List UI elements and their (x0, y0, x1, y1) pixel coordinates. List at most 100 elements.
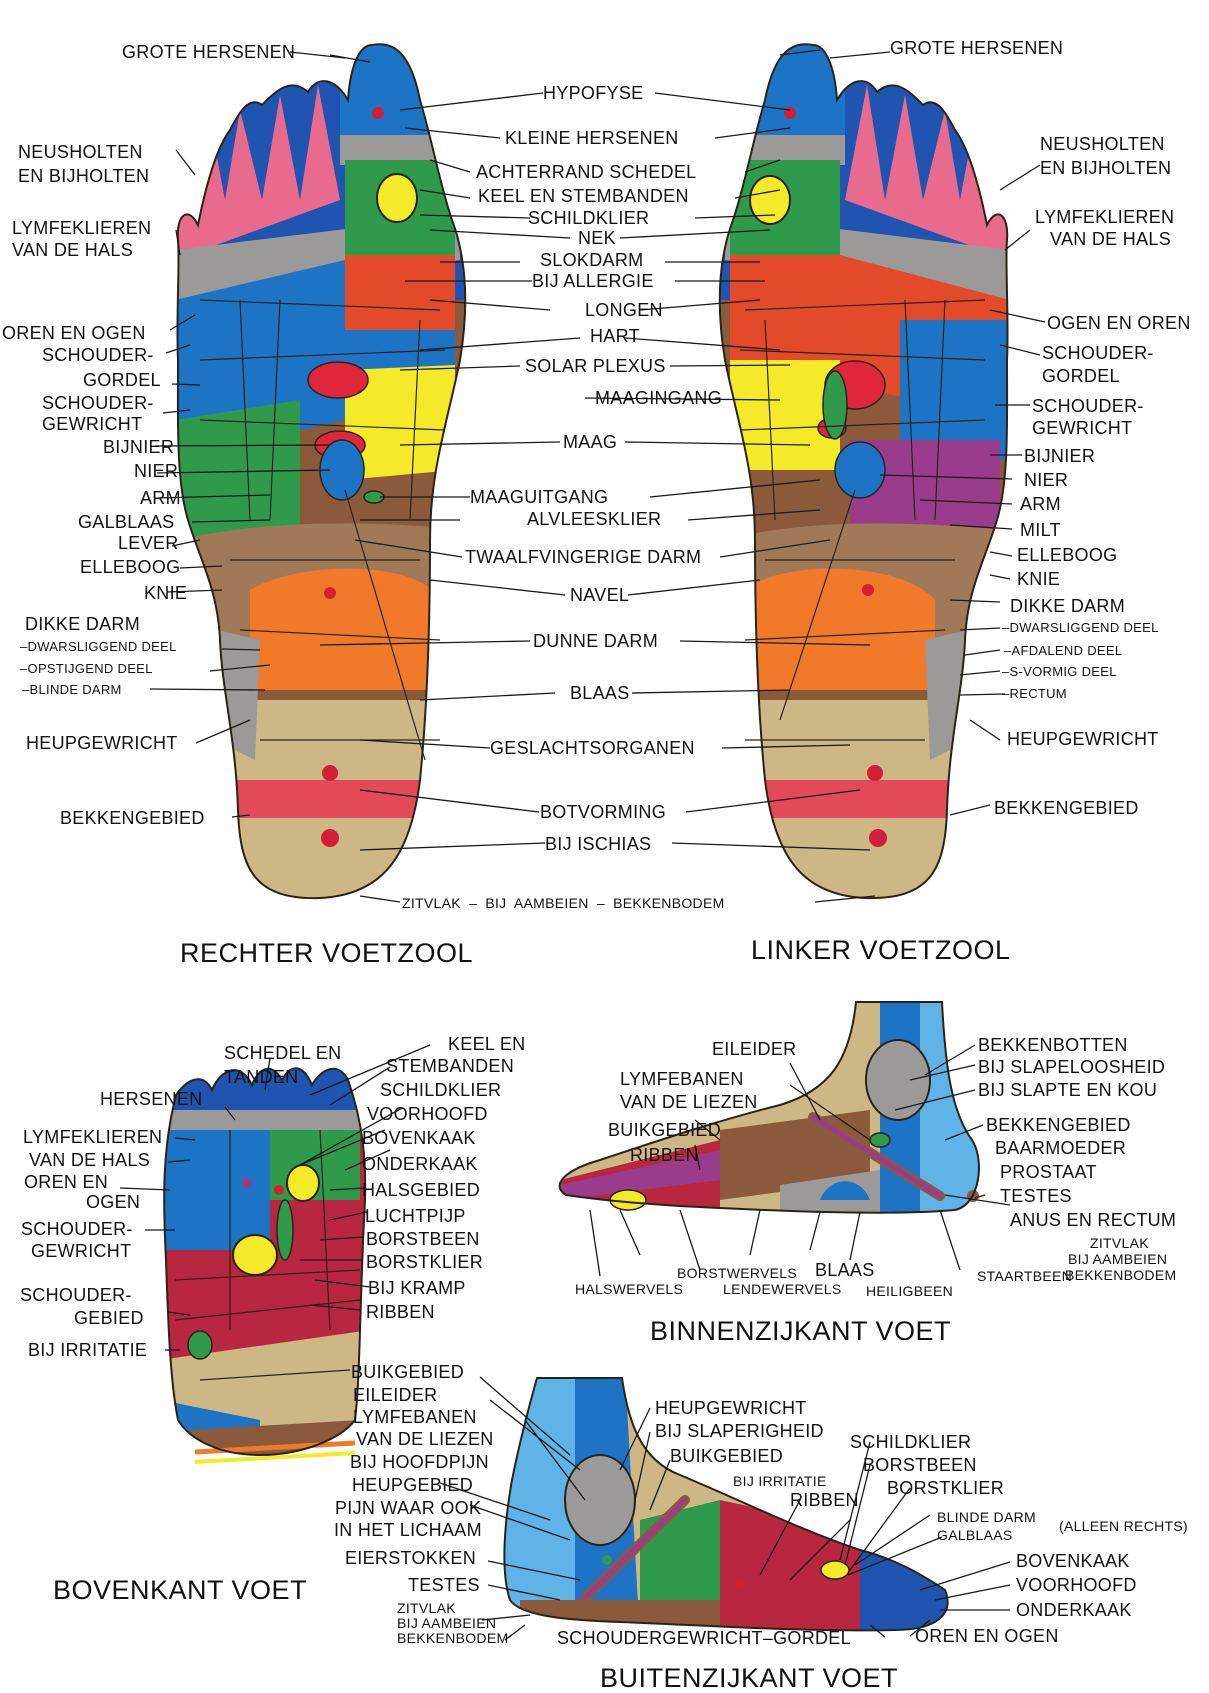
label-l-dikke-darm: DIKKE DARM (1010, 596, 1126, 616)
inner-side-spots (609, 1039, 979, 1211)
label-t-schoudergebied-1: SCHOUDER- (20, 1285, 132, 1305)
label-o-buikgebied-2: BUIKGEBIED (670, 1446, 784, 1466)
label-r-galblaas: GALBLAAS (78, 512, 175, 532)
label-o-lymfebanen-1: LYMFEBANEN (353, 1407, 477, 1427)
label-l-bijnier: BIJNIER (1024, 446, 1096, 466)
label-hart: HART (590, 326, 640, 346)
label-o-bovenkaak: BOVENKAAK (1016, 1551, 1130, 1571)
label-t-hersenen: HERSENEN (100, 1089, 203, 1109)
title-outer-side: BUITENZIJKANT VOET (600, 1663, 899, 1693)
outer-side-spots (564, 1454, 850, 1603)
label-t-schouder-2: GEWRICHT (31, 1241, 132, 1261)
label-t-keel-1: KEEL EN (448, 1034, 526, 1054)
label-l-ogen-oren: OGEN EN OREN (1047, 313, 1191, 333)
label-solar-plexus: SOLAR PLEXUS (525, 356, 666, 376)
label-o-bij-hoofdpijn: BIJ HOOFDPIJN (350, 1452, 489, 1472)
label-o-voorhoofd: VOORHOOFD (1016, 1575, 1137, 1595)
label-t-oren-2: OGEN (86, 1192, 141, 1212)
label-zitvlak-line: ZITVLAK – BIJ AAMBEIEN – BEKKENBODEM (402, 895, 725, 911)
label-l-neusholten-1: NEUSHOLTEN (1040, 134, 1165, 154)
label-o-blinde-darm: BLINDE DARM (937, 1509, 1036, 1525)
label-r-neusholten-2: EN BIJHOLTEN (18, 166, 150, 186)
label-o-bij-irritatie: BIJ IRRITATIE (733, 1473, 827, 1489)
label-l-schoudergordel-1: SCHOUDER- (1042, 343, 1154, 363)
label-i-staartbeen: STAARTBEEN (977, 1268, 1073, 1284)
label-t-schoudergebied-2: GEBIED (74, 1308, 144, 1328)
label-i-testes: TESTES (1000, 1186, 1072, 1206)
label-r-lymf-1: LYMFEKLIEREN (12, 218, 152, 238)
label-t-luchtpijp: LUCHTPIJP (365, 1206, 466, 1226)
label-l-grote-hersenen: GROTE HERSENEN (890, 38, 1064, 58)
label-slokdarm: SLOKDARM (540, 250, 644, 270)
label-o-ribben: RIBBEN (790, 1490, 859, 1510)
label-t-halsgebied: HALSGEBIED (362, 1180, 481, 1200)
label-dunne-darm: DUNNE DARM (533, 631, 659, 651)
label-achterrand-schedel: ACHTERRAND SCHEDEL (476, 162, 697, 182)
label-o-pijn-1: PIJN WAAR OOK (335, 1498, 482, 1518)
label-i-blaas: BLAAS (815, 1260, 875, 1280)
label-r-bekkengebied: BEKKENGEBIED (60, 808, 205, 828)
label-kleine-hersenen: KLEINE HERSENEN (505, 128, 679, 148)
label-i-bekkenbodem: BEKKENBODEM (1065, 1267, 1177, 1283)
left-sole-spots (749, 107, 887, 847)
label-l-schoudergewricht-2: GEWRICHT (1032, 418, 1133, 438)
label-r-elleboog: ELLEBOOG (80, 557, 181, 577)
label-t-bovenkaak: BOVENKAAK (362, 1128, 476, 1148)
label-longen: LONGEN (585, 300, 663, 320)
label-i-eileider: EILEIDER (712, 1039, 797, 1059)
label-r-schoudergewricht-2: GEWRICHT (42, 414, 143, 434)
label-i-ribben: RIBBEN (630, 1145, 699, 1165)
label-l-lymf-1: LYMFEKLIEREN (1035, 207, 1175, 227)
label-t-oren-1: OREN EN (24, 1172, 109, 1192)
label-t-schedel-2: TANDEN (224, 1067, 299, 1087)
label-o-lymfebanen-2: VAN DE LIEZEN (356, 1429, 494, 1449)
label-l-arm: ARM (1020, 494, 1061, 514)
label-r-nier: NIER (134, 461, 179, 481)
label-i-zitvlak: ZITVLAK (1090, 1235, 1149, 1251)
title-inner-side: BINNENZIJKANT VOET (650, 1316, 952, 1346)
label-i-buikgebied: BUIKGEBIED (608, 1120, 722, 1140)
label-l-elleboog: ELLEBOOG (1017, 545, 1118, 565)
label-bij-allergie: BIJ ALLERGIE (532, 271, 654, 291)
label-bij-ischias: BIJ ISCHIAS (545, 834, 652, 854)
label-r-bijnier: BIJNIER (103, 437, 175, 457)
left-sole-grid (739, 299, 986, 741)
label-l-lymf-2: VAN DE HALS (1050, 229, 1172, 249)
label-l-schoudergordel-2: GORDEL (1042, 366, 1120, 386)
label-navel: NAVEL (570, 585, 630, 605)
label-i-baarmoeder: BAARMOEDER (995, 1138, 1127, 1158)
label-r-blinde-darm: –BLINDE DARM (22, 682, 122, 697)
label-i-bekkengebied: BEKKENGEBIED (986, 1115, 1131, 1135)
label-i-heiligbeen: HEILIGBEEN (866, 1283, 954, 1299)
title-right-sole: RECHTER VOETZOOL (180, 938, 474, 968)
label-hypofyse: HYPOFYSE (543, 83, 644, 103)
label-maagingang: MAAGINGANG (595, 388, 723, 408)
label-o-alleen-rechts: (ALLEEN RECHTS) (1059, 1518, 1188, 1534)
label-i-lymfebanen-1: LYMFEBANEN (620, 1069, 744, 1089)
label-r-dwarsliggend: –DWARSLIGGEND DEEL (20, 639, 177, 654)
label-o-onderkaak: ONDERKAAK (1016, 1600, 1132, 1620)
label-r-grote-hersenen: GROTE HERSENEN (122, 42, 296, 62)
label-t-lymf-1: LYMFEKLIEREN (23, 1127, 163, 1147)
label-nek: NEK (578, 228, 616, 248)
label-schildklier-center: SCHILDKLIER (528, 208, 650, 228)
label-l-bekkengebied: BEKKENGEBIED (994, 798, 1139, 818)
label-r-schoudergewricht-1: SCHOUDER- (42, 393, 154, 413)
label-keel-stembanden: KEEL EN STEMBANDEN (478, 186, 689, 206)
label-t-schedel-1: SCHEDEL EN (224, 1043, 342, 1063)
label-o-borstklier: BORSTKLIER (887, 1478, 1005, 1498)
label-o-schoudergewricht: SCHOUDERGEWRICHT–GORDEL (557, 1628, 851, 1648)
label-r-lever: LEVER (118, 533, 179, 553)
label-l-afdalend: –AFDALEND DEEL (1004, 643, 1123, 658)
label-o-schildklier: SCHILDKLIER (850, 1432, 972, 1452)
label-t-voorhoofd: VOORHOOFD (367, 1104, 488, 1124)
label-twaalfvingerige-darm: TWAALFVINGERIGE DARM (465, 547, 702, 567)
label-t-borstklier: BORSTKLIER (366, 1252, 484, 1272)
label-t-ribben: RIBBEN (366, 1302, 435, 1322)
label-t-borstbeen: BORSTBEEN (366, 1229, 480, 1249)
label-l-heupgewricht: HEUPGEWRICHT (1007, 729, 1159, 749)
label-o-eierstokken: EIERSTOKKEN (345, 1548, 477, 1568)
label-l-milt: MILT (1020, 520, 1061, 540)
leader-lines (119, 49, 1046, 1641)
label-l-rectum: –RECTUM (1002, 686, 1067, 701)
